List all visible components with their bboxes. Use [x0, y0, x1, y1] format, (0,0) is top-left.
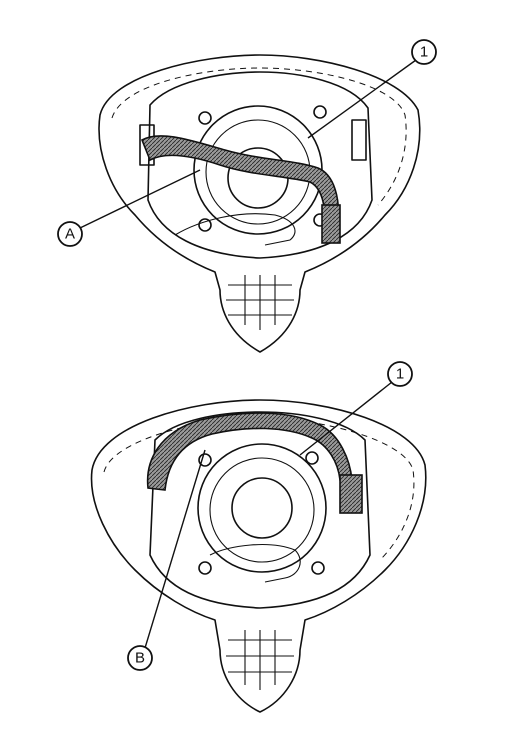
bottom-spiral-cable-ring [209, 457, 315, 563]
bottom-screw-1 [198, 453, 212, 467]
bottom-callout-b: B [127, 645, 153, 671]
top-leader-a [79, 169, 201, 229]
top-spoke-grid [226, 275, 294, 330]
bottom-spiral-cable-center [231, 477, 293, 539]
bottom-screw-3 [198, 561, 212, 575]
top-harness-connector [321, 204, 341, 244]
bottom-cable-loop [209, 544, 301, 583]
bottom-screw-4 [311, 561, 325, 575]
top-callout-1: 1 [411, 39, 437, 65]
bottom-trim-line [103, 417, 415, 561]
svg-text:B: B [135, 650, 145, 667]
top-callout-a: A [57, 221, 83, 247]
svg-text:A: A [65, 226, 75, 243]
top-clip-right [351, 119, 367, 161]
svg-text:1: 1 [420, 44, 428, 61]
top-figure: 1 A [57, 39, 437, 353]
bottom-spoke-grid [226, 630, 294, 690]
bottom-leader-b [144, 449, 206, 649]
top-cable-loop [174, 213, 296, 246]
bottom-mount-frame [149, 411, 371, 609]
top-mount-frame [147, 71, 373, 259]
top-screw-3 [198, 218, 212, 232]
bottom-leader-1 [299, 381, 393, 456]
top-screw-2 [313, 105, 327, 119]
top-screw-1 [198, 111, 212, 125]
svg-text:1: 1 [396, 366, 404, 383]
top-trim-line [111, 67, 407, 206]
bottom-callout-1: 1 [387, 361, 413, 387]
bottom-screw-2 [305, 451, 319, 465]
top-leader-1 [307, 59, 417, 139]
bottom-hub-outline [90, 399, 427, 713]
bottom-harness-connector [339, 474, 363, 514]
bottom-figure: 1 B [90, 361, 427, 713]
bottom-spiral-cable-outer [197, 443, 327, 573]
top-hub-outline [98, 54, 421, 353]
